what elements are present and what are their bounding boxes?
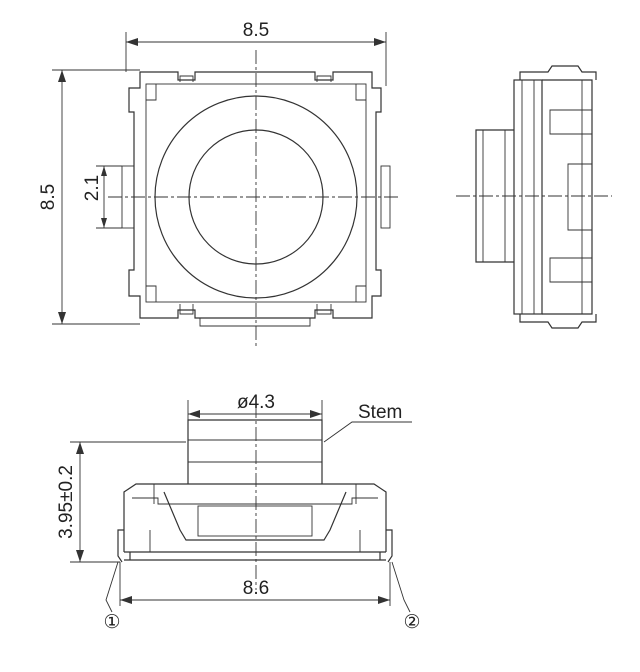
front-view-stem <box>187 419 323 484</box>
front-view-cavity <box>163 491 347 541</box>
terminal-2-label: ② <box>403 612 420 633</box>
terminal-1-callout: ① <box>103 561 121 633</box>
top-view-width-label: 8.5 <box>243 20 269 41</box>
front-view-housing <box>123 483 387 552</box>
front-view-left-terminal <box>117 529 124 563</box>
side-view-top-terminal <box>519 65 597 80</box>
front-view: ø4.3 Stem 3.95±0.2 8.6 ① <box>56 392 421 633</box>
side-view-body <box>513 79 543 315</box>
terminal-1-label: ① <box>103 612 120 633</box>
front-view-height-dimension: 3.95±0.2 <box>56 441 186 563</box>
top-view-width-dimension: 8.5 <box>125 20 387 86</box>
top-view-height-label: 8.5 <box>38 184 59 210</box>
front-view-right-terminal <box>386 529 393 563</box>
top-view-tab-dimension: 2.1 <box>82 165 122 229</box>
front-view-width-label: 8.6 <box>243 578 269 599</box>
front-view-stem-diameter-dimension: ø4.3 <box>187 392 323 420</box>
front-view-stem-diameter-label: ø4.3 <box>237 392 275 413</box>
top-view-height-dimension: 8.5 <box>38 69 140 325</box>
side-view-bottom-terminal <box>519 314 597 329</box>
front-view-stem-label: Stem <box>358 402 402 423</box>
side-view-notches <box>549 109 592 283</box>
front-view-height-label: 3.95±0.2 <box>56 465 77 539</box>
front-view-stem-callout: Stem <box>323 402 412 443</box>
terminal-2-callout: ② <box>391 561 421 633</box>
front-view-width-dimension: 8.6 <box>119 562 391 606</box>
side-view-frame <box>542 79 593 315</box>
top-view-corner-details <box>146 75 366 327</box>
top-view: 8.5 8.5 2.1 <box>38 20 400 348</box>
side-view <box>456 65 612 329</box>
front-view-base <box>124 551 386 561</box>
top-view-body-outline <box>128 71 382 319</box>
top-view-tab-label: 2.1 <box>82 175 103 201</box>
